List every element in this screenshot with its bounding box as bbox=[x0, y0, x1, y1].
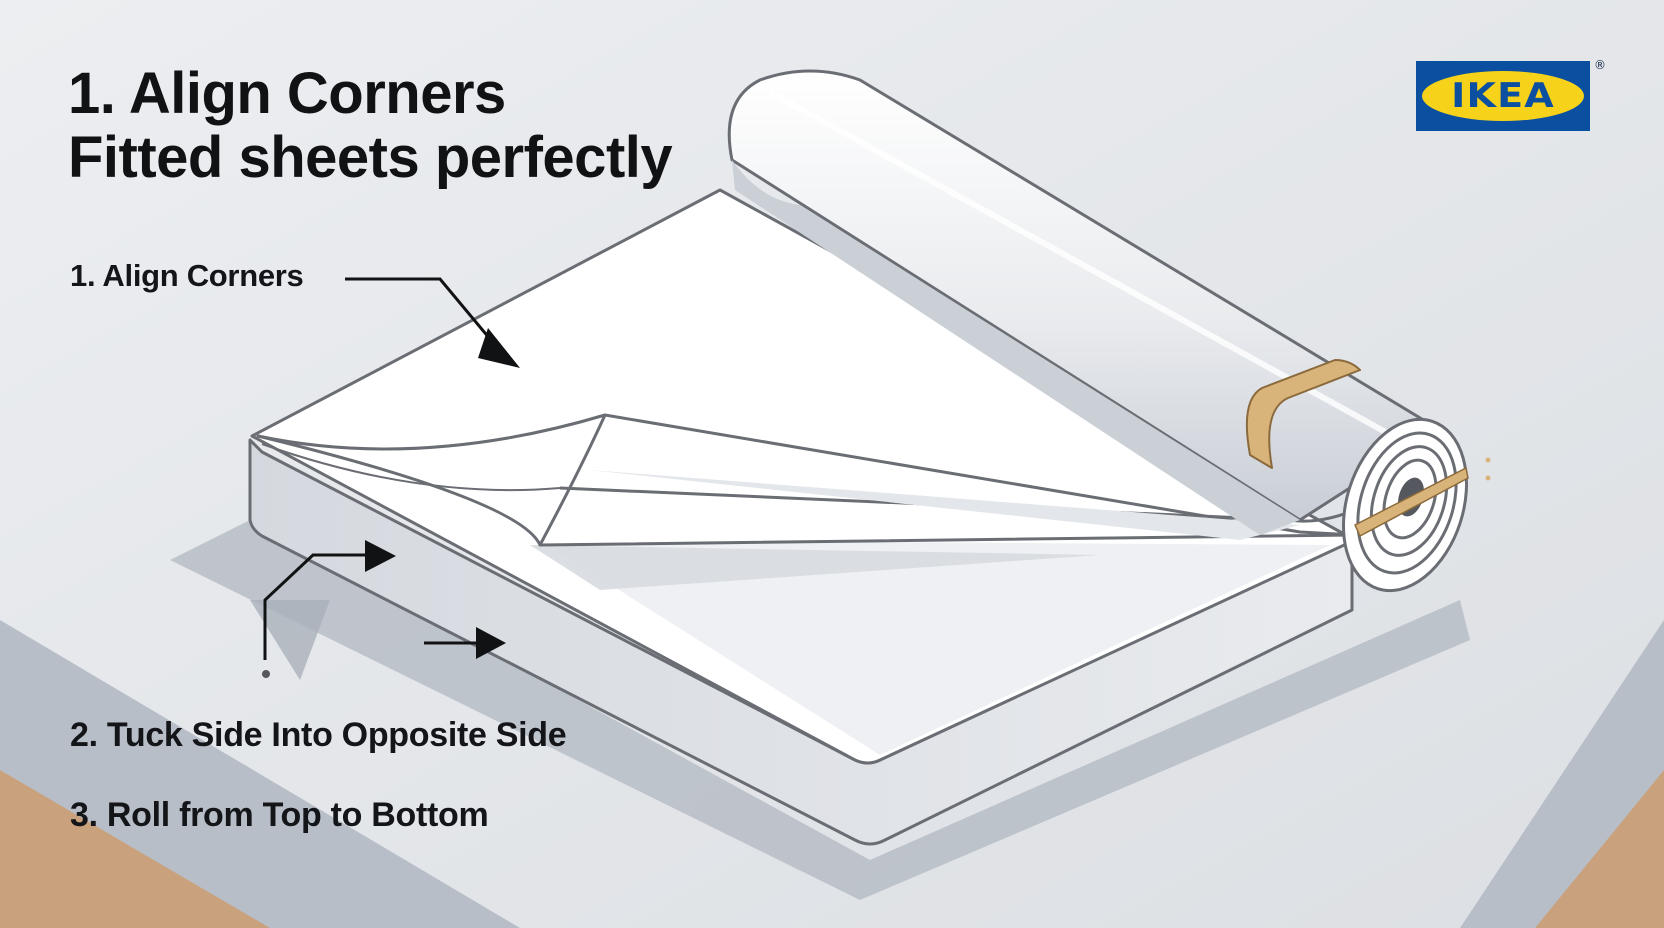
step3-arrow-head bbox=[476, 627, 506, 659]
logo-text: IKEA bbox=[1451, 76, 1555, 116]
brand-logo: IKEA bbox=[1416, 61, 1590, 131]
registered-mark: ® bbox=[1594, 58, 1606, 72]
step-3-label: 3. Roll from Top to Bottom bbox=[70, 796, 489, 834]
roll-shadow-band bbox=[732, 160, 1300, 535]
roll-band bbox=[1245, 359, 1361, 469]
step-2-label: 2. Tuck Side Into Opposite Side bbox=[70, 716, 567, 754]
step2-arrow-head bbox=[365, 540, 396, 572]
step-1-label: 1. Align Corners bbox=[70, 258, 304, 293]
title-line-1: 1. Align Corners bbox=[68, 61, 506, 126]
strap-dot-1 bbox=[1485, 457, 1491, 463]
fold-shadow bbox=[530, 545, 1100, 590]
step1-leader-line bbox=[345, 277, 497, 346]
roll-ring-3 bbox=[1382, 458, 1438, 540]
step2-leader-line bbox=[263, 553, 370, 660]
roll-ring-2 bbox=[1369, 445, 1449, 557]
title-line-2: Fitted sheets perfectly bbox=[68, 125, 673, 190]
flap-inner-line bbox=[261, 443, 561, 492]
roll-ring-1 bbox=[1356, 431, 1458, 575]
fold-shading bbox=[540, 540, 1330, 755]
roll-lower-shading bbox=[590, 470, 1300, 540]
step1-arrow-head bbox=[478, 328, 520, 368]
flap-crease bbox=[538, 414, 607, 546]
step2-leader-dot bbox=[262, 670, 270, 678]
wood-edge-right bbox=[1535, 770, 1664, 928]
roll-strap bbox=[1354, 466, 1469, 538]
strap-dot-2 bbox=[1485, 475, 1491, 481]
page-title: 1. Align Corners Fitted sheets perfectly bbox=[68, 61, 673, 190]
drip-shadow bbox=[250, 600, 330, 680]
wood-edge-left bbox=[0, 770, 270, 928]
logo-ellipse: IKEA bbox=[1422, 71, 1584, 121]
mattress-shadow bbox=[170, 520, 1470, 900]
